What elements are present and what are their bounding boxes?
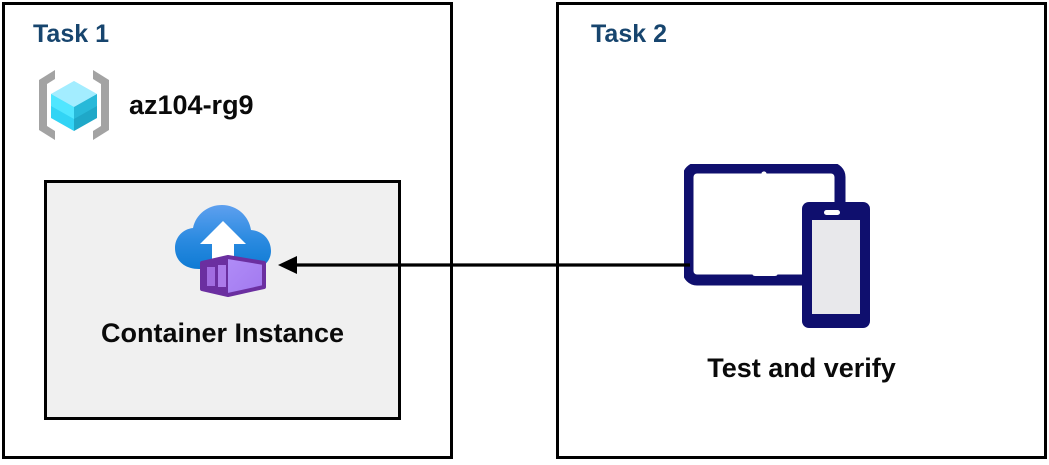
panel-task-2: Task 2 [556, 2, 1047, 459]
panel-title-task-2: Task 2 [591, 20, 667, 48]
resource-group-label: az104-rg9 [129, 89, 254, 120]
resource-group-row: az104-rg9 [35, 67, 254, 143]
test-and-verify-label: Test and verify [707, 353, 896, 383]
container-instance-label: Container Instance [100, 318, 345, 348]
panel-task-1: Task 1 [2, 2, 453, 459]
panel-title-task-1: Task 1 [33, 20, 109, 48]
azure-resource-group-icon [35, 67, 113, 143]
container-instance-box: Container Instance [44, 180, 401, 420]
